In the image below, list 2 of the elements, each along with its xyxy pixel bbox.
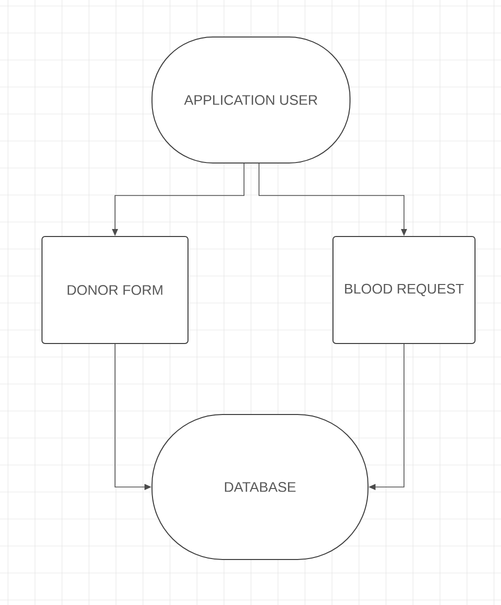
- process-box: DONOR FORM: [42, 236, 188, 344]
- process-box: BLOOD REQUEST: [332, 236, 476, 344]
